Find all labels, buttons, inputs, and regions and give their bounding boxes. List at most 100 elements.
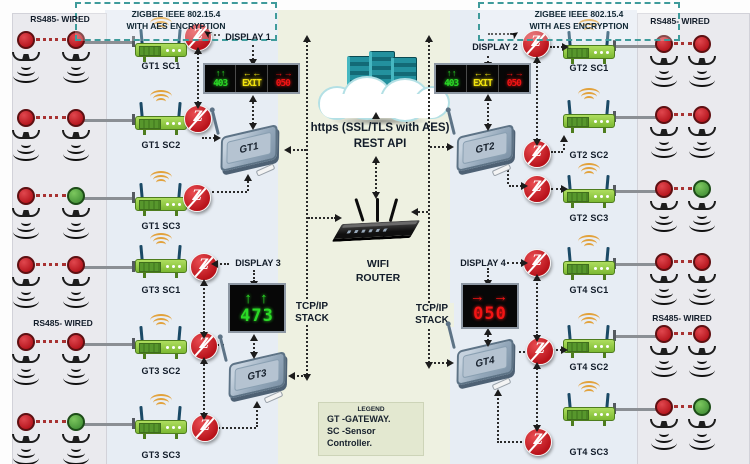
arrowhead-icon (533, 139, 541, 150)
sc-router-gt4-sc1 (563, 235, 615, 280)
zigbee-module-icon: Z (524, 428, 552, 456)
arrowhead-icon (335, 214, 346, 222)
rs485-label-mid-left: RS485- WIRED (33, 318, 93, 328)
dotted-connector (197, 49, 199, 103)
led-display-sign-4: → →050 (461, 283, 519, 329)
sensor-dot (17, 413, 35, 431)
sc-router-label: GT3 SC2 (141, 366, 181, 376)
led-text: 403 (213, 77, 228, 89)
zigbee-label-line2: WITH AES ENCRYPTION (529, 21, 629, 31)
sc-router-label: GT2 SC1 (569, 63, 609, 73)
led-text: 403 (444, 77, 459, 89)
red-sensor-icon (686, 325, 720, 381)
rs485-wire (84, 119, 134, 122)
router-display (139, 423, 161, 433)
led-text: 473 (240, 306, 274, 326)
sensor-dot (693, 180, 711, 198)
led-arrows: ↑ ↑ (244, 290, 270, 307)
red-sensor-icon (10, 109, 44, 165)
sensor-dot (655, 253, 673, 271)
router-body (331, 220, 421, 242)
sc-router-gt3-sc1 (135, 233, 187, 278)
zigbee-module-icon: Z (184, 105, 212, 133)
arrowhead-icon (200, 275, 208, 286)
red-sensor-icon (60, 333, 94, 389)
cloud-base (320, 94, 444, 118)
dotted-connector (487, 268, 489, 281)
sensor-mount (650, 419, 678, 428)
sc-router-label: GT3 SC3 (141, 450, 181, 460)
arrowhead-icon (200, 353, 208, 364)
dotted-connector (218, 427, 256, 429)
wifi-router-icon (331, 192, 421, 250)
dotted-connector (306, 37, 308, 375)
antenna-icon (388, 198, 398, 222)
sc-router-label: GT4 SC1 (569, 285, 609, 295)
sensor-dot (17, 187, 35, 205)
dotted-connector (487, 330, 489, 341)
dotted-connector (519, 351, 525, 353)
rs485-wire (84, 266, 134, 269)
wire-terminal (132, 261, 135, 272)
sc-router-gt4-sc2 (563, 313, 615, 358)
display-panel: ← ←EXIT (467, 65, 499, 92)
sc-router-gt2-sc2 (563, 88, 615, 133)
led-display-sign-3: ↑ ↑473 (228, 283, 286, 333)
zigbee-module-icon: Z (191, 414, 219, 442)
red-sensor-icon (10, 31, 44, 87)
sc-router-label: GT1 SC1 (141, 61, 181, 71)
zigbee-label-line1: ZIGBEE IEEE 802.15.4 (131, 9, 221, 19)
zigbee-module-icon: Z (522, 30, 550, 58)
sensor-mount (12, 208, 40, 217)
router-display (567, 192, 589, 202)
tcpip-stack-left: TCP/IP STACK (290, 301, 334, 325)
wire-terminal (132, 338, 135, 349)
sensor-mount (62, 208, 90, 217)
sensor-dot (655, 106, 673, 124)
stylus-icon (491, 163, 512, 177)
legend-line: SC -Sensor (327, 426, 376, 436)
arrowhead-icon (533, 52, 541, 63)
sensor-mount (688, 127, 716, 136)
arrowhead-icon (447, 143, 458, 151)
stylus-icon (263, 390, 284, 404)
dotted-connector (509, 185, 522, 187)
display3-label: DISPLAY 3 (235, 258, 281, 268)
sensor-dot (17, 256, 35, 274)
sc-router-label: GT4 SC3 (569, 447, 609, 457)
wire-terminal (613, 330, 616, 341)
wire-terminal (132, 418, 135, 429)
sensor-link-dotted (36, 340, 66, 343)
red-sensor-icon (10, 333, 44, 389)
rs485-wire (616, 190, 656, 193)
dotted-connector (247, 176, 249, 191)
sensor-dot (17, 109, 35, 127)
dotted-connector (290, 375, 306, 377)
dotted-connector (253, 336, 255, 353)
sensor-dot (67, 256, 85, 274)
sensor-mount (12, 130, 40, 139)
display-panel: → →050 (499, 65, 529, 92)
arrowhead-icon (194, 102, 202, 113)
legend-box: LEGEND GT -GATEWAY. SC -Sensor Controlle… (318, 402, 424, 456)
arrowhead-icon (249, 59, 257, 70)
arrowhead-icon (250, 330, 258, 341)
led-arrows: ← ← (242, 67, 261, 78)
sensor-mount (650, 201, 678, 210)
sensor-dot (67, 333, 85, 351)
dotted-connector (536, 58, 538, 140)
sensor-link-dotted (674, 260, 692, 263)
arrowhead-icon (521, 182, 532, 190)
arrowhead-icon (533, 270, 541, 281)
router-display (139, 343, 161, 353)
display-panel: → →050 (268, 65, 298, 92)
sensor-link-dotted (36, 263, 66, 266)
router-display (567, 48, 589, 58)
sc-router-label: GT2 SC2 (569, 150, 609, 160)
arrowhead-icon (250, 352, 258, 363)
dotted-connector (563, 137, 565, 150)
sensor-mount (12, 277, 40, 286)
display2-label: DISPLAY 2 (472, 42, 518, 52)
router-display (139, 46, 161, 56)
sc-router-label: GT1 SC3 (141, 221, 181, 231)
